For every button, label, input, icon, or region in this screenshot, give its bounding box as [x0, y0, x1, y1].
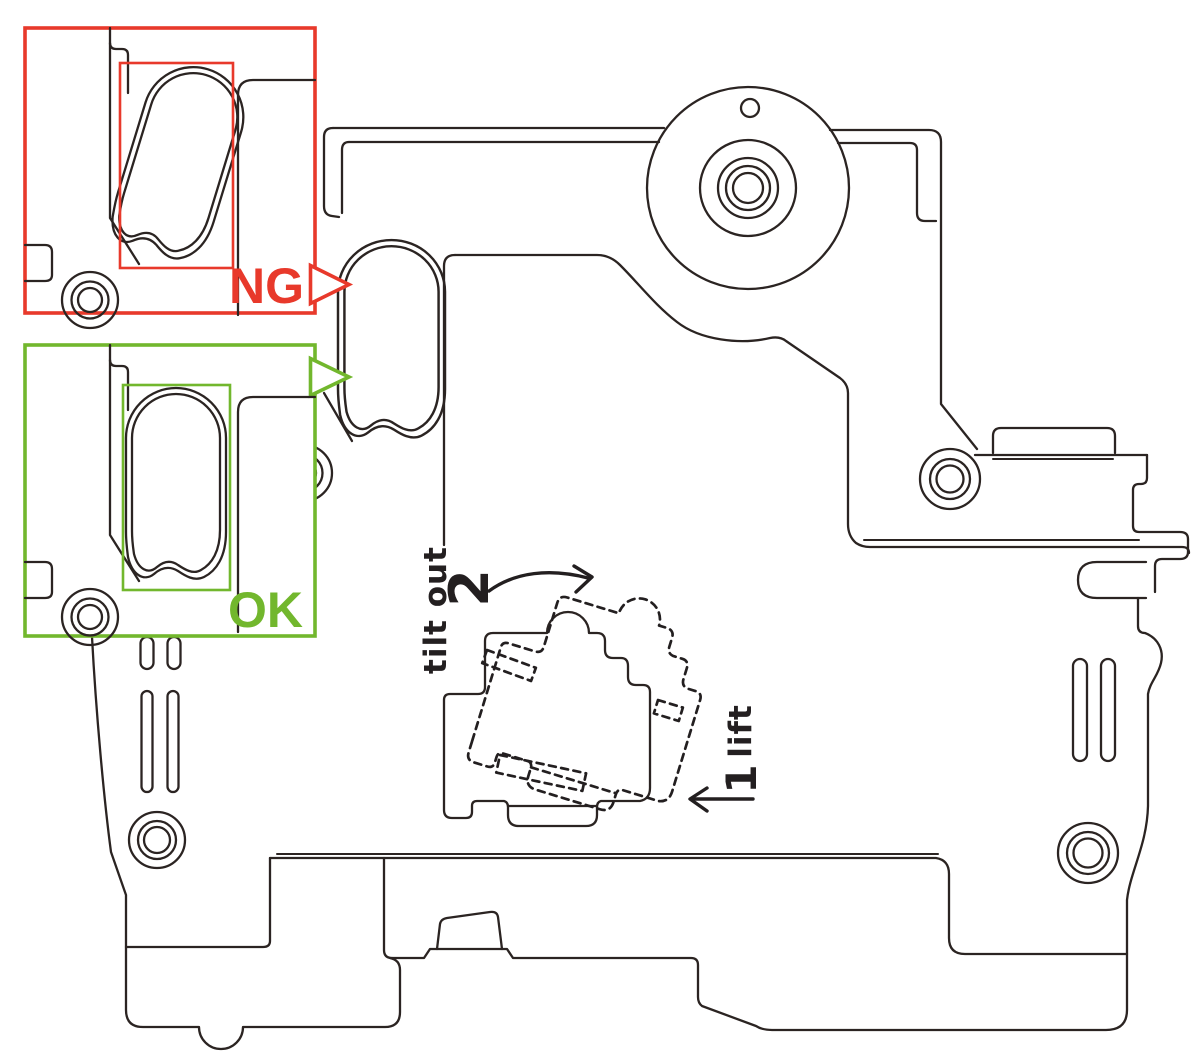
ng-inset-drawing	[23, 26, 317, 330]
oval-latch-slot	[336, 238, 447, 439]
step-2-label: tilt out	[418, 546, 454, 674]
screw-boss-right	[918, 447, 982, 511]
hub-hole	[739, 97, 761, 119]
lift-arrow-icon	[688, 786, 755, 813]
body-outline-top-right	[828, 128, 1190, 594]
din-rail-dashed	[480, 648, 685, 793]
body-outline-top-left	[322, 126, 666, 219]
ok-label: OK	[228, 582, 303, 638]
ok-highlight-rect	[121, 383, 232, 592]
vent-slots-right	[1071, 657, 1117, 763]
module-dashed-outline	[462, 561, 725, 830]
ok-inset: OK	[23, 343, 354, 647]
vent-slots-left	[139, 635, 182, 794]
body-bay-contour	[442, 253, 1191, 555]
din-channel-left-wall	[124, 856, 272, 949]
tilt-out-arrow-icon	[487, 564, 594, 594]
latch-rib	[322, 391, 354, 443]
ok-inset-drawing	[23, 343, 317, 647]
ng-pointer-icon	[308, 262, 354, 307]
body-outline-right-edge	[390, 560, 1163, 1032]
step-1-label: lift	[723, 704, 759, 758]
ng-inset-box	[23, 26, 317, 315]
din-channel-right-wall	[382, 856, 394, 960]
bottom-ledge	[124, 853, 1129, 960]
rail-stop-tab	[435, 910, 504, 951]
ng-label: NG	[229, 258, 304, 314]
pivot-hub	[645, 85, 851, 291]
ng-inset: NG	[23, 26, 354, 330]
screw-boss-bottom-right	[1056, 821, 1120, 885]
removal-instruction: tilt out 2 lift 1	[418, 546, 766, 830]
ng-highlight-rect	[118, 61, 235, 270]
ok-pointer-icon	[308, 355, 354, 399]
step-1-number: 1	[717, 764, 766, 793]
body-outline-bottom-left	[90, 635, 402, 1051]
finger-tab	[1076, 560, 1148, 600]
screw-boss-bottom-left	[127, 810, 187, 870]
